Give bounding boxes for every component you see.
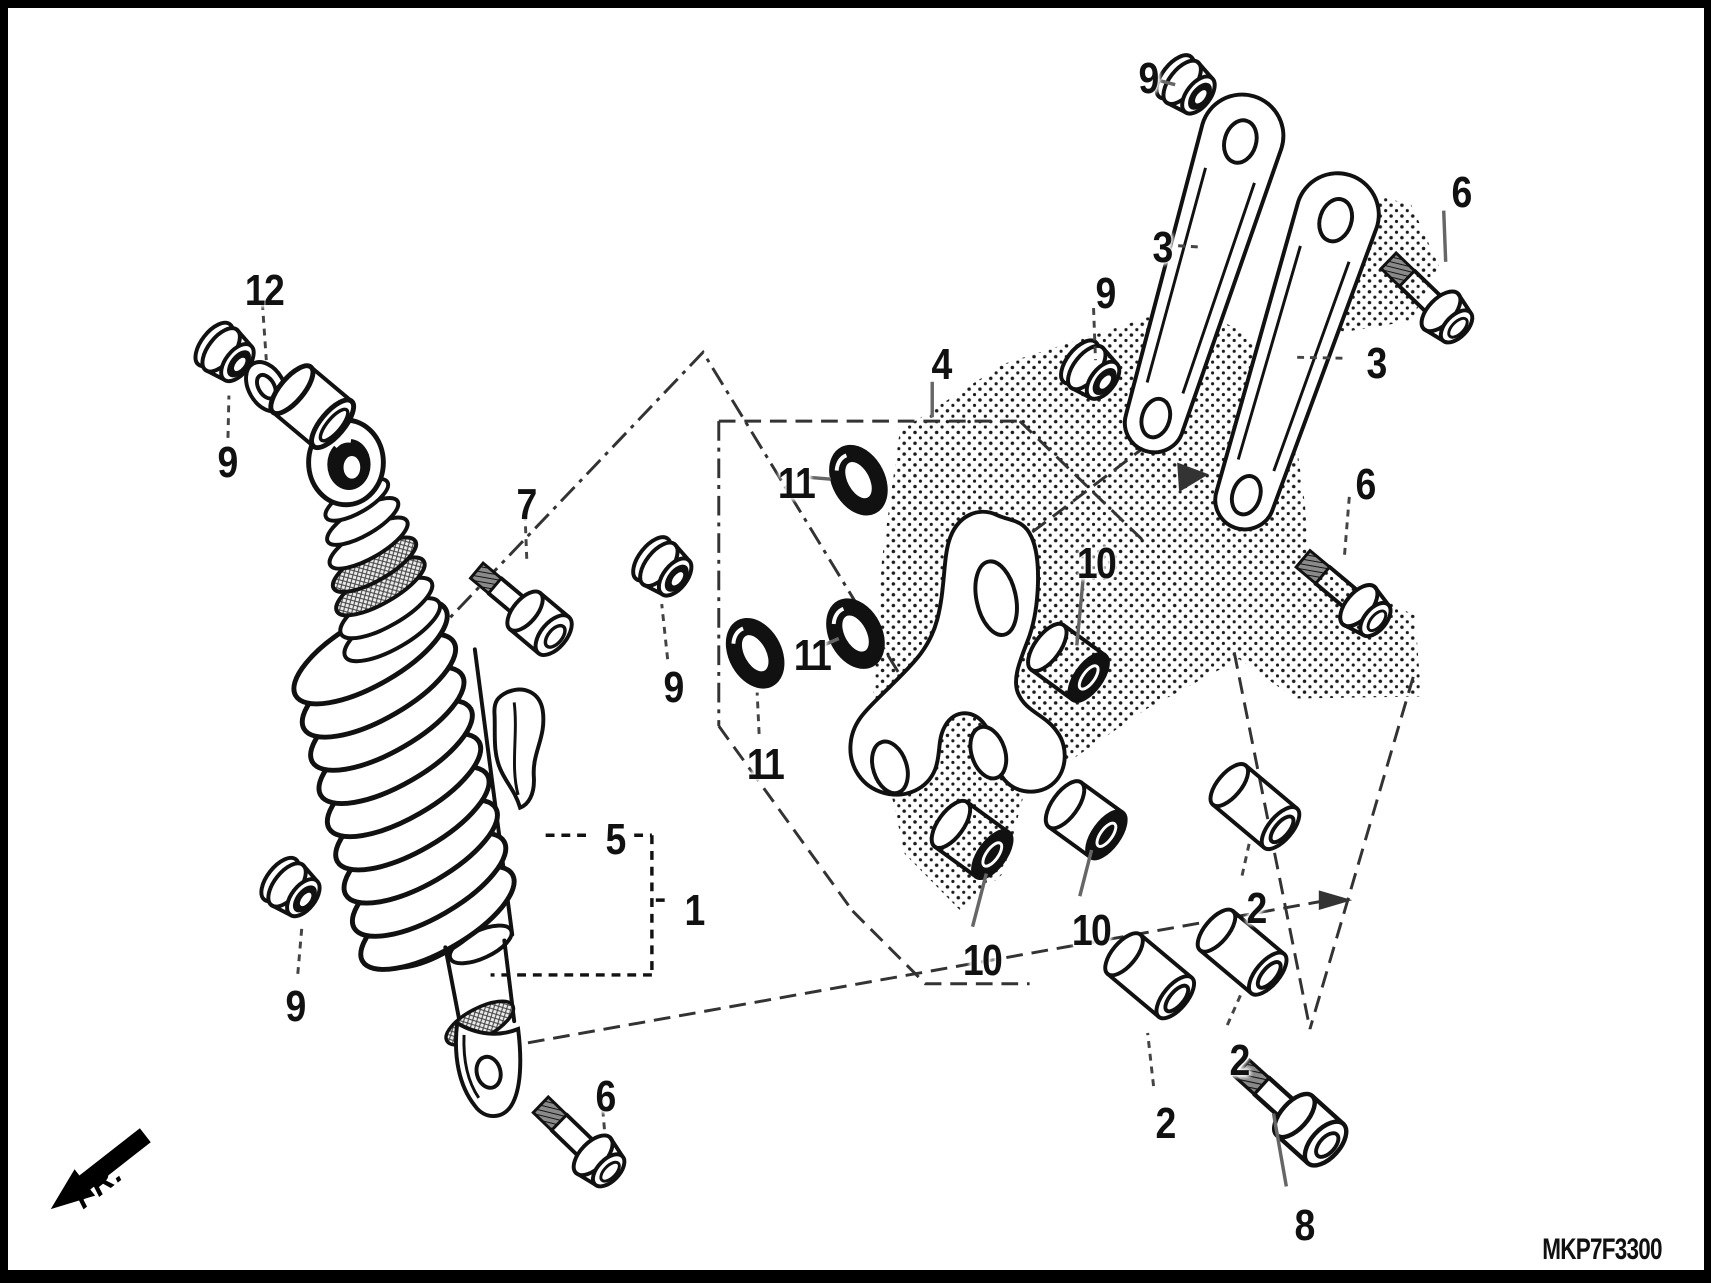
- clevis-eye-hole: [474, 1054, 503, 1090]
- figure-code: MKP7F3300: [1542, 1233, 1662, 1266]
- alignment-arrowhead-right: [1318, 890, 1353, 910]
- label-bracket-5-1: [490, 833, 672, 977]
- collar-upper: [1201, 755, 1308, 858]
- flange-nut-bottom-left: [252, 849, 331, 928]
- collar-lower: [1096, 925, 1203, 1027]
- caution-tag: [492, 687, 546, 811]
- knuckle-left-bore: [870, 739, 910, 796]
- cushion-arm-plate: [848, 509, 1067, 797]
- socket-bolt-lower: [1224, 1049, 1354, 1173]
- dust-seal-left: [713, 607, 797, 700]
- alignment-arrowhead-upper: [1177, 462, 1209, 492]
- flange-nut-middle: [624, 528, 703, 607]
- collar-middle: [1189, 901, 1296, 1003]
- coil-spring: [291, 598, 517, 972]
- knuckle-right-bore: [968, 724, 1009, 781]
- socket-bolt-upper: [459, 550, 581, 664]
- label-leader-lines: [226, 77, 1448, 1187]
- parts-diagram-drawing: [50, 46, 1484, 1210]
- flange-bolt-bottom: [521, 1085, 636, 1198]
- bushing-center: [1036, 772, 1135, 867]
- knuckle-top-bore: [973, 559, 1019, 637]
- shock-absorber: [268, 363, 546, 1119]
- shock-top-collar: [268, 363, 357, 451]
- front-direction-arrow-icon: [50, 1128, 151, 1210]
